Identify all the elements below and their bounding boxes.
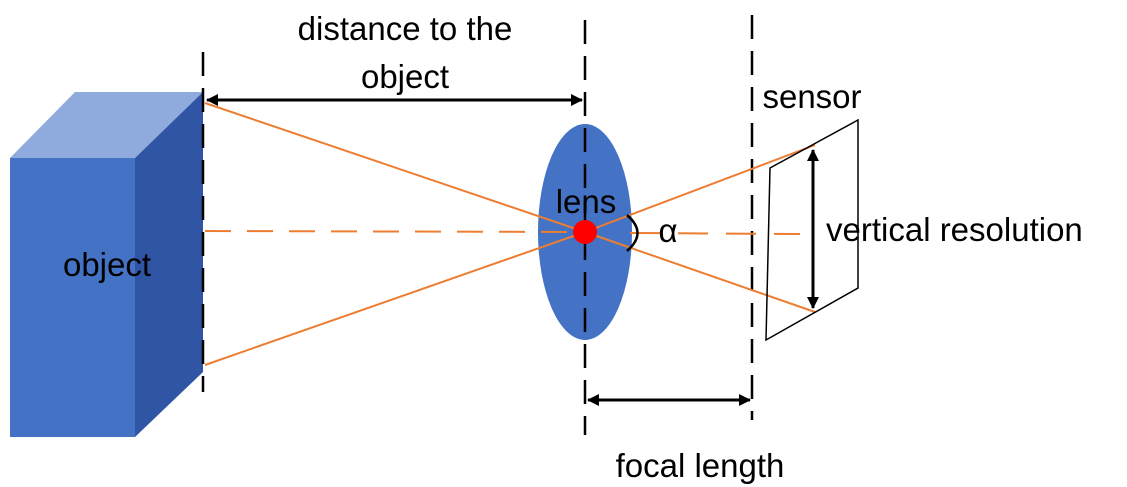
distance-label-line2: object (361, 58, 449, 95)
object-top-face (10, 92, 203, 158)
ray-bottom (204, 231, 586, 366)
object-front-face (10, 158, 135, 437)
lens-center-point (573, 220, 597, 244)
distance-label-line1: distance to the (298, 10, 513, 47)
light-rays (204, 102, 816, 366)
lens-label: lens (556, 183, 617, 220)
object-box (10, 92, 203, 437)
object-label: object (63, 246, 151, 283)
ray-bottom-out (584, 231, 816, 313)
sensor-shape (765, 118, 859, 342)
vertical-resolution-label: vertical resolution (826, 211, 1083, 248)
angle-label: α (658, 212, 677, 249)
ray-center-out (629, 232, 801, 235)
sensor-label: sensor (762, 78, 861, 115)
focal-length-label: focal length (616, 447, 785, 484)
ray-top-out (584, 144, 816, 233)
ray-center (204, 230, 586, 233)
ray-top (204, 102, 586, 233)
object-side-face (135, 92, 203, 437)
angle-arc (626, 214, 639, 252)
